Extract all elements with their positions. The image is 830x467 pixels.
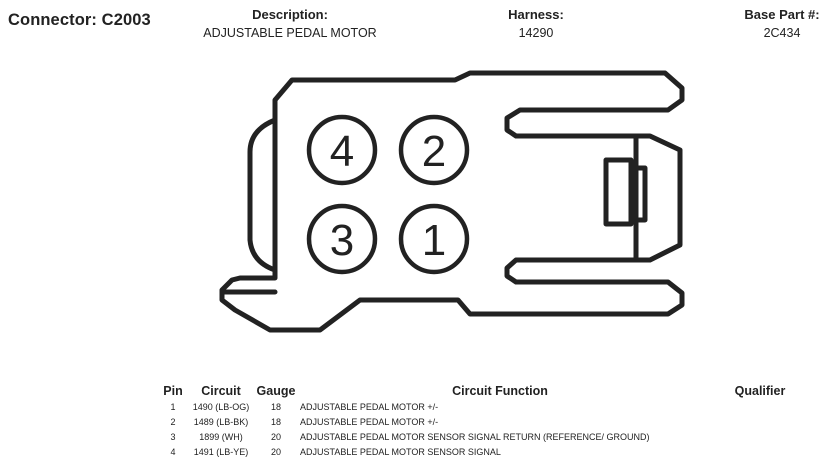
row-function: ADJUSTABLE PEDAL MOTOR +/- — [300, 416, 439, 427]
pin-label-1: 1 — [422, 216, 446, 265]
description-label: Description: — [252, 7, 328, 22]
row-function: ADJUSTABLE PEDAL MOTOR +/- — [300, 401, 439, 412]
row-gauge: 18 — [270, 416, 281, 427]
pin-circle-4 — [306, 114, 378, 186]
latch-outer — [603, 157, 634, 227]
harness-value: 14290 — [518, 26, 554, 40]
row-circuit: 1489 (LB-BK) — [193, 416, 249, 427]
row-circuit: 1490 (LB-OG) — [192, 401, 250, 412]
pin-table: Pin Circuit Gauge Circuit Function Quali… — [158, 382, 820, 459]
pin-circle-3 — [306, 203, 378, 275]
table-row: 1 1490 (LB-OG) 18 ADJUSTABLE PEDAL MOTOR… — [158, 399, 820, 414]
pin-label-3: 3 — [330, 216, 354, 265]
pin-circle-1 — [398, 203, 470, 275]
row-circuit: 1899 (WH) — [199, 431, 243, 442]
table-row: 4 1491 (LB-YE) 20 ADJUSTABLE PEDAL MOTOR… — [158, 444, 820, 459]
row-qualifier — [700, 444, 820, 459]
row-pin: 4 — [170, 446, 176, 457]
col-gauge: Gauge — [256, 383, 296, 398]
row-pin: 3 — [170, 431, 176, 442]
row-function: ADJUSTABLE PEDAL MOTOR SENSOR SIGNAL RET… — [300, 431, 650, 442]
harness-block: Harness: 14290 — [500, 7, 572, 41]
col-pin: Pin — [163, 383, 183, 398]
base-part-label: Base Part #: — [744, 7, 820, 22]
row-gauge: 20 — [270, 446, 281, 457]
col-qualifier: Qualifier — [734, 383, 786, 398]
left-bump — [247, 117, 278, 273]
latch-inner — [628, 165, 648, 223]
row-pin: 2 — [170, 416, 176, 427]
col-circuit-function: Circuit Function — [452, 383, 548, 398]
pin-circle-2 — [398, 114, 470, 186]
connector-title: Connector: C2003 — [8, 11, 151, 29]
col-circuit: Circuit — [201, 383, 241, 398]
row-gauge: 20 — [270, 431, 281, 442]
base-part-block: Base Part #: 2C434 — [738, 7, 826, 41]
harness-label: Harness: — [508, 7, 564, 22]
row-gauge: 18 — [270, 401, 281, 412]
row-function: ADJUSTABLE PEDAL MOTOR SENSOR SIGNAL — [300, 446, 501, 457]
table-row: 3 1899 (WH) 20 ADJUSTABLE PEDAL MOTOR SE… — [158, 429, 820, 444]
connector-housing-outline — [219, 70, 685, 333]
pin-label-2: 2 — [422, 127, 446, 176]
pin-table-header: Pin Circuit Gauge Circuit Function Quali… — [158, 382, 820, 399]
pin-label-4: 4 — [330, 127, 354, 176]
base-part-value: 2C434 — [763, 26, 801, 40]
description-block: Description: ADJUSTABLE PEDAL MOTOR — [203, 7, 376, 41]
row-pin: 1 — [170, 401, 176, 412]
row-circuit: 1491 (LB-YE) — [193, 446, 249, 457]
description-value: ADJUSTABLE PEDAL MOTOR — [203, 26, 377, 40]
row-qualifier — [700, 399, 820, 414]
table-row: 2 1489 (LB-BK) 18 ADJUSTABLE PEDAL MOTOR… — [158, 414, 820, 429]
row-qualifier — [700, 429, 820, 444]
row-qualifier — [700, 414, 820, 429]
